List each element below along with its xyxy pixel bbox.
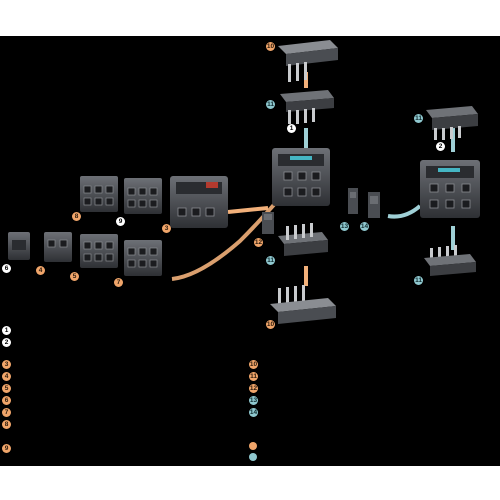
contactor-main (272, 148, 330, 206)
legend-11: 11 (249, 372, 258, 381)
contactor-system-diagram (8, 40, 480, 324)
badge-13: 13 (340, 222, 349, 231)
badge-2: 2 (436, 142, 445, 151)
badge-7: 7 (114, 278, 123, 287)
legend-2: 2 (2, 338, 11, 347)
badge-10-bottom: 10 (266, 320, 275, 329)
terminal-cover-right-bottom (424, 245, 476, 276)
badge-9: 9 (116, 217, 125, 226)
badge-12: 12 (254, 238, 263, 247)
legend-orange-dot (249, 442, 257, 450)
badge-11-top: 11 (266, 100, 275, 109)
overload-relay (170, 176, 228, 228)
legend-5: 5 (2, 384, 11, 393)
legend-3: 3 (2, 360, 11, 369)
legend-6: 6 (2, 396, 11, 405)
legend-1: 1 (2, 326, 11, 335)
badge-11-right-top: 11 (414, 114, 423, 123)
badge-1: 1 (287, 124, 296, 133)
aux-block-6 (8, 232, 30, 260)
badge-5: 5 (70, 272, 79, 281)
badge-3: 3 (162, 224, 171, 233)
terminal-cover-bottom (278, 223, 328, 256)
legend-8: 8 (2, 420, 11, 429)
teal-connector-right (387, 204, 422, 219)
legend-4: 4 (2, 372, 11, 381)
aux-block-8 (80, 176, 118, 212)
component-13 (348, 188, 358, 214)
terminal-cover-top (280, 90, 334, 124)
badge-14: 14 (360, 222, 369, 231)
busbar-bottom (270, 285, 336, 324)
aux-block-4 (44, 232, 72, 262)
badge-11-right-bottom: 11 (414, 276, 423, 285)
contactor-right (420, 160, 480, 218)
legend-7: 7 (2, 408, 11, 417)
badge-11-bottom: 11 (266, 256, 275, 265)
legend-teal-dot (249, 453, 257, 461)
legend-14: 14 (249, 408, 258, 417)
diagram-panel: 10 11 1 11 2 8 9 3 12 13 14 11 6 4 5 7 1… (0, 36, 500, 466)
badge-10-top: 10 (266, 42, 275, 51)
busbar-top (278, 40, 338, 82)
aux-block-7 (124, 240, 162, 276)
terminal-cover-right-top (426, 106, 478, 140)
badge-8: 8 (72, 212, 81, 221)
aux-block-5 (80, 234, 118, 268)
component-14 (368, 192, 380, 218)
legend-9: 9 (2, 444, 11, 453)
surge-suppressor-12 (262, 212, 274, 234)
legend-12: 12 (249, 384, 258, 393)
legend-13: 13 (249, 396, 258, 405)
aux-block-9 (124, 178, 162, 214)
legend-10: 10 (249, 360, 258, 369)
orange-connector-mid (227, 206, 269, 214)
badge-6: 6 (2, 264, 11, 273)
badge-4: 4 (36, 266, 45, 275)
